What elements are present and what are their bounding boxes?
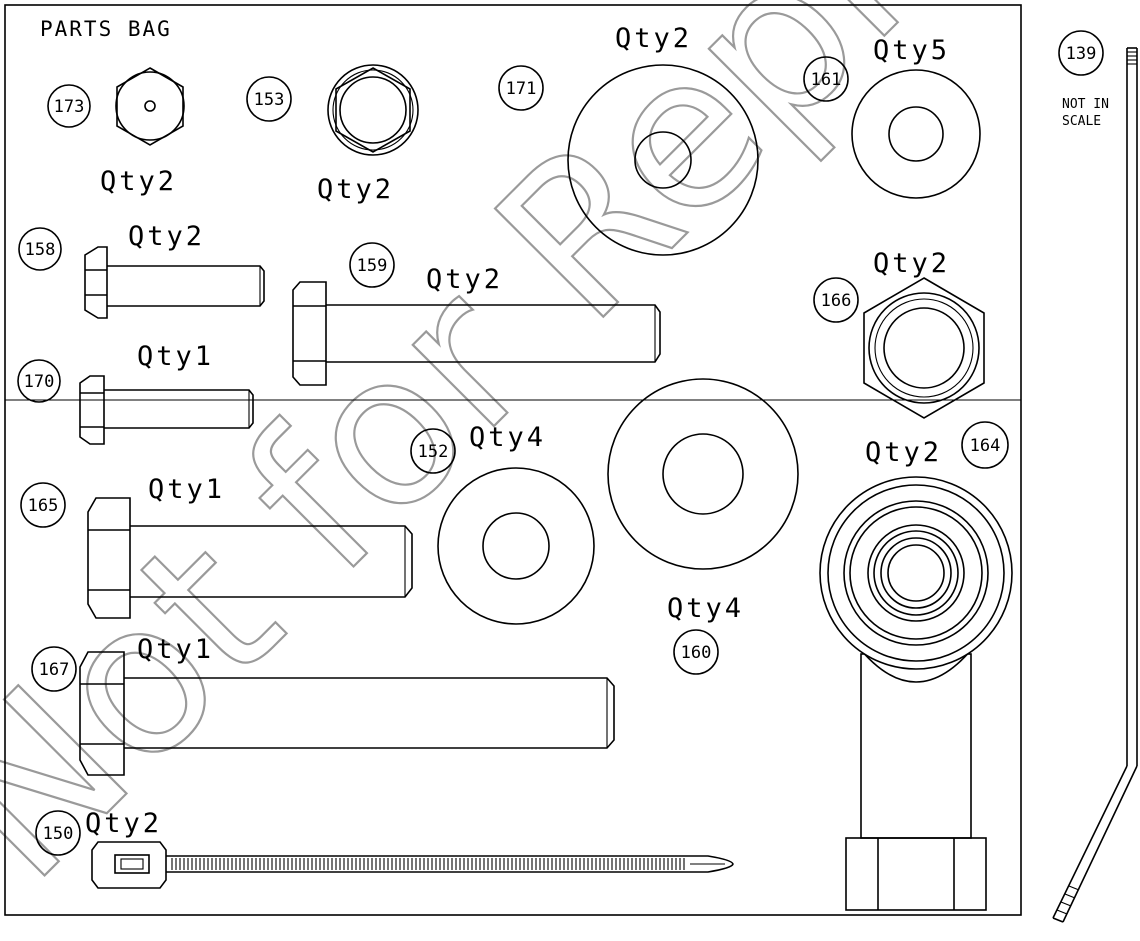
part-160-qty: Qty4 xyxy=(667,593,744,624)
part-164-rod-end xyxy=(819,476,1013,911)
svg-text:166: 166 xyxy=(821,291,852,311)
part-label-173: 173 xyxy=(47,84,91,128)
part-166-nut xyxy=(863,277,985,419)
svg-text:152: 152 xyxy=(418,442,449,462)
svg-text:158: 158 xyxy=(25,240,56,260)
part-171-washer xyxy=(567,64,759,256)
part-label-167: 167 xyxy=(31,646,77,692)
svg-text:167: 167 xyxy=(39,660,70,680)
part-150-cable-tie xyxy=(91,841,734,889)
part-158-bolt xyxy=(84,246,265,319)
part-label-139: 139 xyxy=(1058,30,1104,76)
svg-text:173: 173 xyxy=(54,97,85,117)
part-label-159: 159 xyxy=(349,242,395,288)
part-165-qty: Qty1 xyxy=(148,474,225,505)
part-150-qty: Qty2 xyxy=(85,808,162,839)
part-173-qty: Qty2 xyxy=(100,166,177,197)
part-167-bolt xyxy=(79,651,615,776)
part-158-qty: Qty2 xyxy=(128,221,205,252)
parts-bag-title: PARTS BAG xyxy=(40,17,172,41)
svg-text:159: 159 xyxy=(357,256,388,276)
svg-text:170: 170 xyxy=(24,372,55,392)
not-in-scale-note-line1: NOT IN xyxy=(1062,97,1109,112)
part-167-qty: Qty1 xyxy=(137,634,214,665)
part-161-qty: Qty5 xyxy=(873,35,950,66)
svg-text:164: 164 xyxy=(970,436,1001,456)
part-159-bolt xyxy=(292,281,661,386)
part-153-nut xyxy=(327,64,419,156)
part-label-152: 152 xyxy=(410,428,456,474)
part-171-qty: Qty2 xyxy=(615,23,692,54)
svg-text:139: 139 xyxy=(1066,44,1097,64)
part-161-washer xyxy=(851,69,981,199)
part-153-qty: Qty2 xyxy=(317,174,394,205)
part-139-rod xyxy=(1052,47,1138,923)
svg-text:165: 165 xyxy=(28,496,59,516)
part-label-165: 165 xyxy=(20,482,66,528)
part-152-qty: Qty4 xyxy=(469,422,546,453)
part-label-161: 161 xyxy=(803,56,849,102)
part-label-158: 158 xyxy=(18,227,62,271)
part-164-qty: Qty2 xyxy=(865,437,942,468)
part-173-cap-nut xyxy=(115,67,185,146)
svg-text:153: 153 xyxy=(254,90,285,110)
part-166-qty: Qty2 xyxy=(873,248,950,279)
part-170-qty: Qty1 xyxy=(137,341,214,372)
part-label-171: 171 xyxy=(498,65,544,111)
part-159-qty: Qty2 xyxy=(426,264,503,295)
part-170-bolt xyxy=(79,375,254,445)
svg-text:160: 160 xyxy=(681,643,712,663)
part-165-bolt xyxy=(87,497,413,619)
part-152-washer xyxy=(437,467,595,625)
svg-text:161: 161 xyxy=(811,70,842,90)
parts-bag-frame xyxy=(4,4,1022,916)
part-label-170: 170 xyxy=(17,359,61,403)
svg-text:171: 171 xyxy=(506,79,537,99)
part-label-160: 160 xyxy=(673,629,719,675)
svg-text:150: 150 xyxy=(43,824,74,844)
not-in-scale-note-line2: SCALE xyxy=(1062,114,1101,129)
part-160-washer xyxy=(607,378,799,570)
part-label-166: 166 xyxy=(813,277,859,323)
part-label-153: 153 xyxy=(246,76,292,122)
part-label-164: 164 xyxy=(961,421,1009,469)
part-label-150: 150 xyxy=(35,810,81,856)
